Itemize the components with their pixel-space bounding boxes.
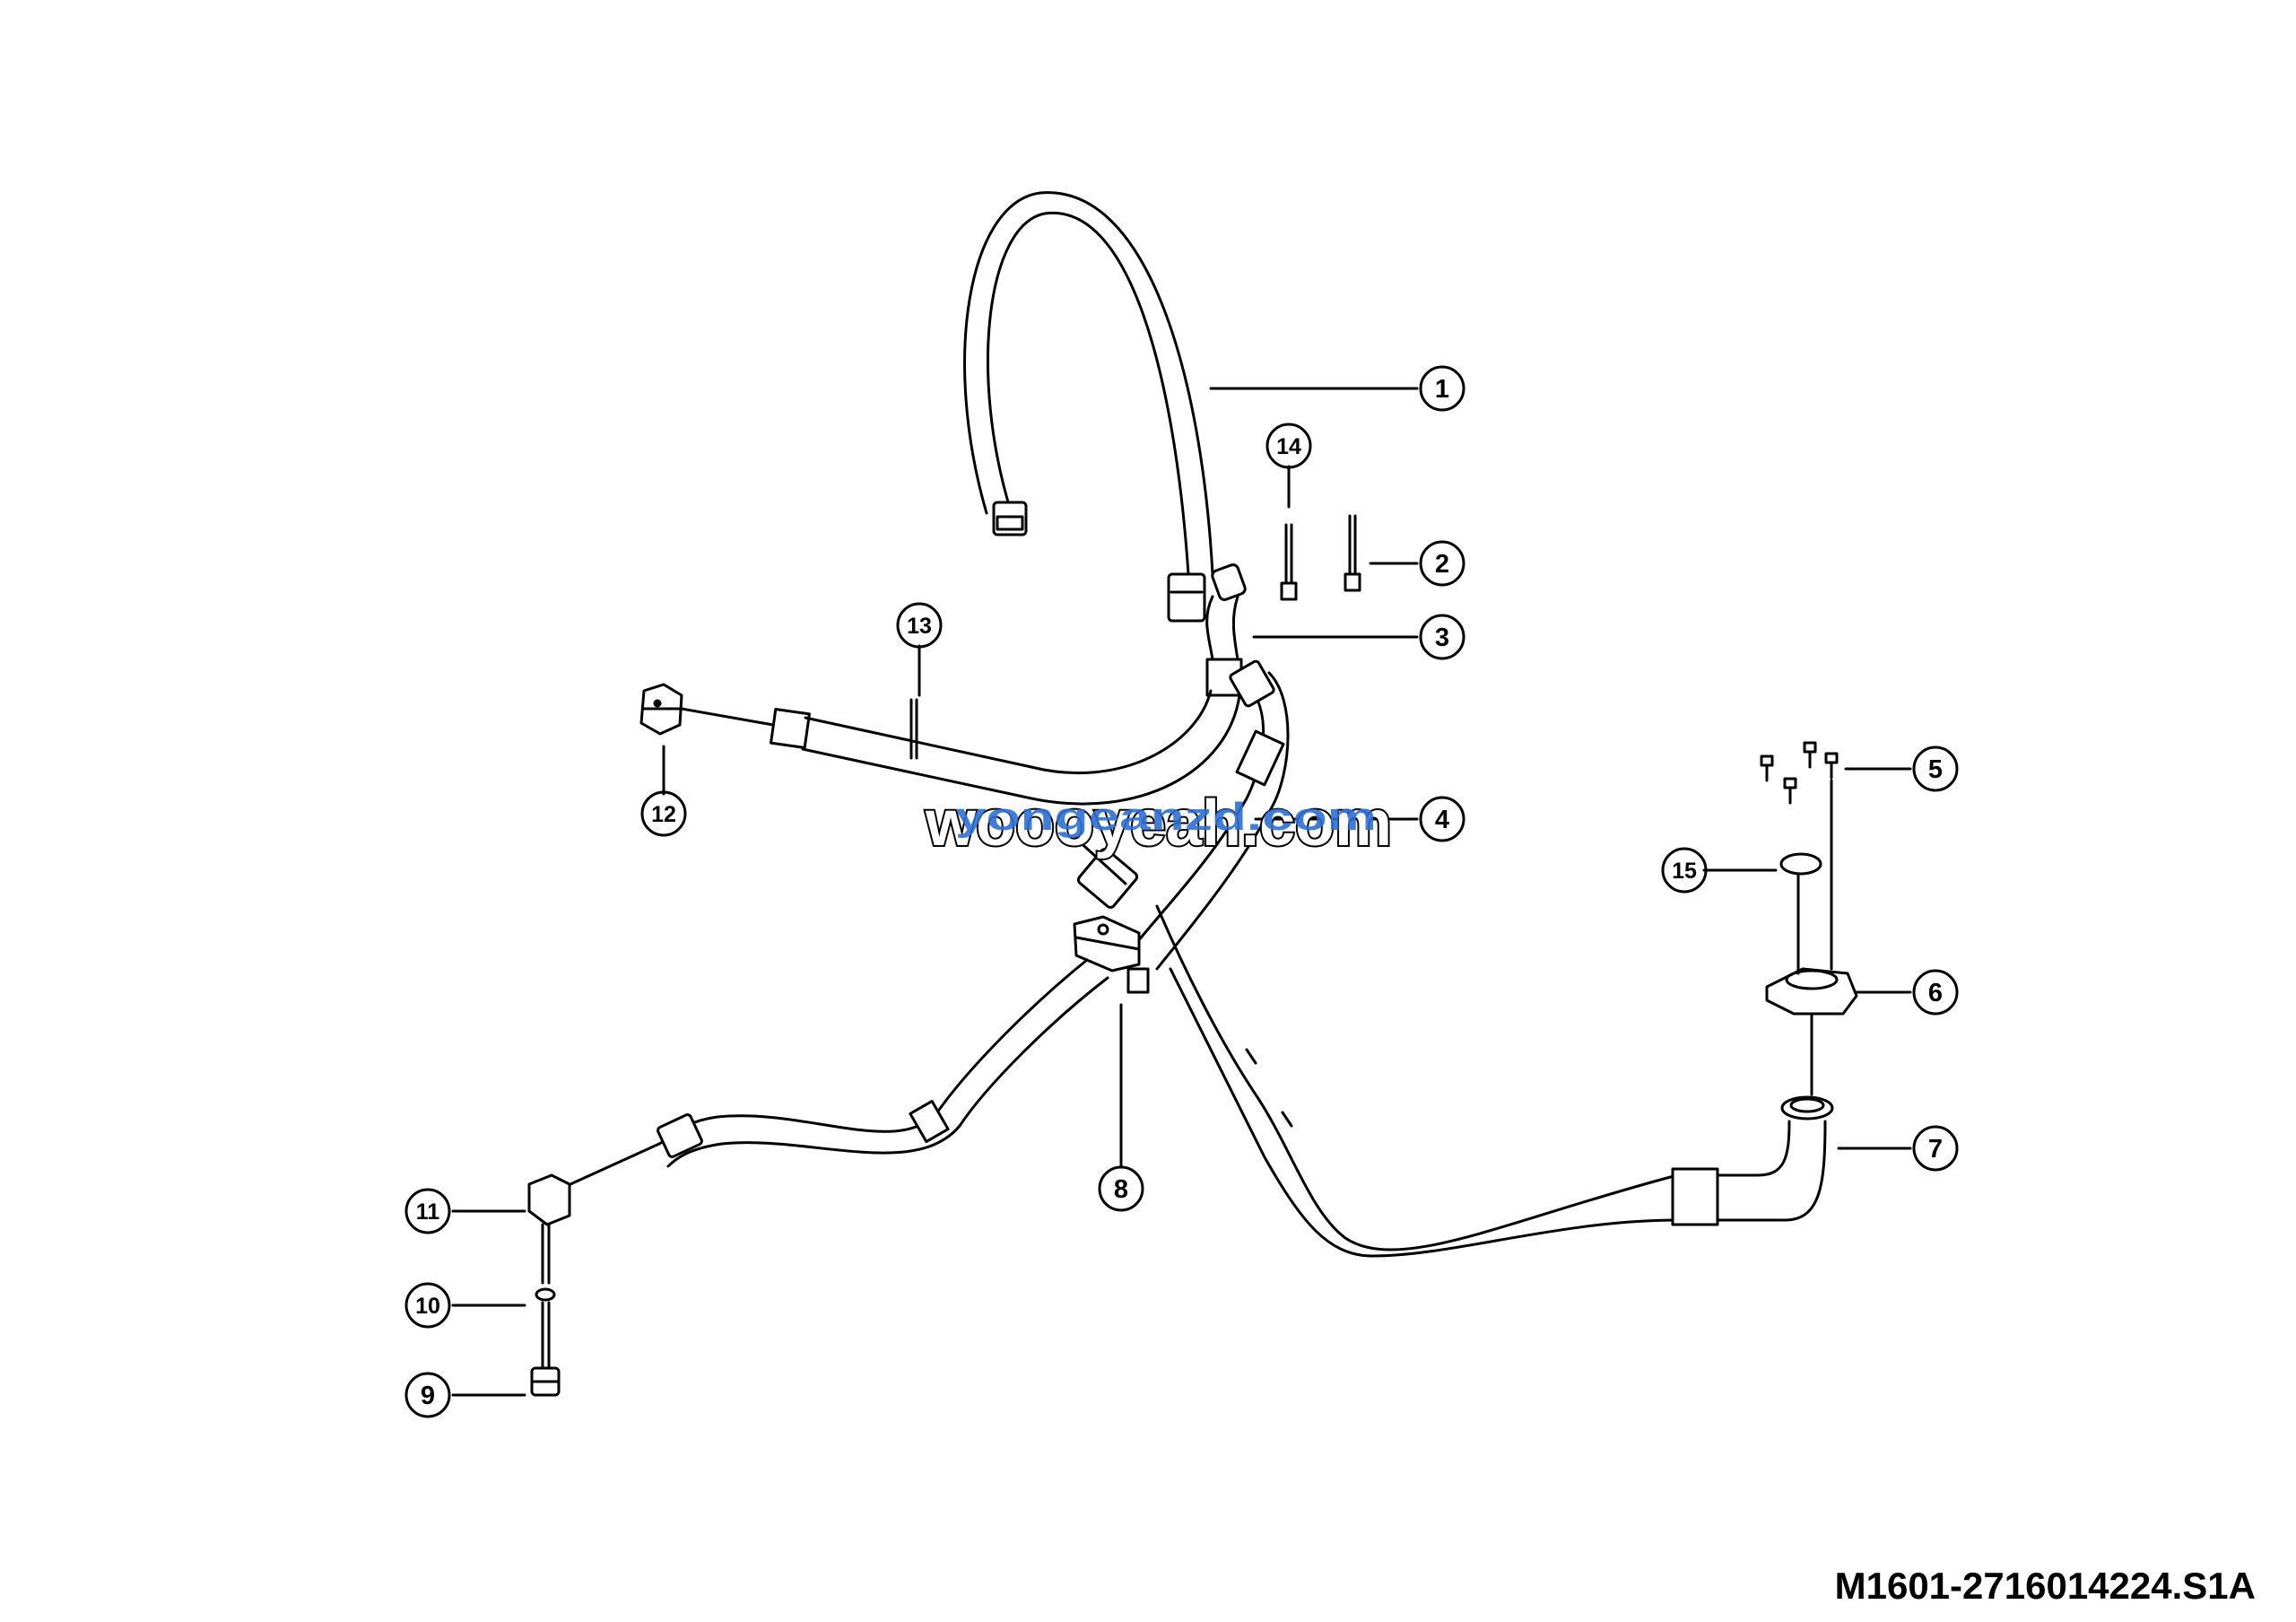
- adapter-part-9: [530, 1301, 561, 1397]
- elbow-part-12: [639, 683, 775, 736]
- callout-15-circle: [1661, 847, 1708, 894]
- lower-right-hose-part-7: [1155, 904, 1834, 1258]
- callout-6-label: 6: [1928, 979, 1943, 1007]
- callout-1-label: 1: [1435, 375, 1449, 404]
- watermark-overlay-text: yongeanzd.com: [955, 795, 1377, 839]
- callout-7-label: 7: [1928, 1135, 1943, 1164]
- callout-12-circle: [640, 790, 687, 837]
- elbow-part-11: [527, 1173, 571, 1285]
- callout-3-circle: [1419, 614, 1465, 660]
- washer-part-10: [535, 1287, 556, 1302]
- callout-5-label: 5: [1928, 755, 1943, 784]
- rod-part-13: [909, 698, 918, 760]
- pin-part-14: [1280, 523, 1298, 601]
- callout-10-circle: [404, 1282, 451, 1329]
- callout-11-circle: [404, 1188, 451, 1234]
- callout-4-circle: [1419, 796, 1465, 842]
- callout-8-label: 8: [1114, 1175, 1128, 1204]
- watermark: woooyeah.com yongeanzd.com: [923, 786, 1394, 861]
- bolts-part-5: [1760, 741, 1839, 971]
- callout-13-label: 13: [907, 614, 932, 639]
- callout-12-label: 12: [651, 802, 676, 827]
- flange-part-6: [1765, 873, 1858, 1096]
- callout-2-label: 2: [1435, 550, 1449, 579]
- callout-7-circle: [1912, 1125, 1959, 1172]
- callout-14-circle: [1265, 423, 1312, 469]
- lower-left-hose: [569, 958, 1109, 1186]
- callout-4-label: 4: [1435, 806, 1449, 834]
- callout-5-circle: [1912, 746, 1959, 792]
- callout-11-label: 11: [416, 1199, 440, 1225]
- pin-part-2: [1344, 514, 1361, 592]
- drawing-code: M1601-2716014224.S1A: [1834, 1565, 2256, 1607]
- clamp-part-8: [1073, 915, 1150, 994]
- callout-2-circle: [1419, 540, 1465, 587]
- callout-13-circle: [896, 602, 943, 649]
- callout-9-label: 9: [421, 1382, 435, 1410]
- callout-9-circle: [404, 1372, 451, 1418]
- leader-lines: [451, 387, 1912, 1397]
- callout-10-label: 10: [415, 1294, 440, 1319]
- callout-1-circle: [1419, 365, 1465, 412]
- elbow-fitting-part-3: [1205, 563, 1247, 697]
- callout-3-label: 3: [1435, 624, 1449, 652]
- hose-assembly-part-4: [770, 659, 1290, 971]
- watermark-main-text: woooyeah.com: [925, 788, 1392, 859]
- hose-arch-part: [963, 191, 1214, 623]
- callout-6-circle: [1912, 969, 1959, 1016]
- callout-14-label: 14: [1276, 434, 1301, 459]
- o-ring-part-15: [1779, 852, 1822, 876]
- callout-15-label: 15: [1672, 859, 1697, 884]
- callout-8-circle: [1098, 1165, 1144, 1212]
